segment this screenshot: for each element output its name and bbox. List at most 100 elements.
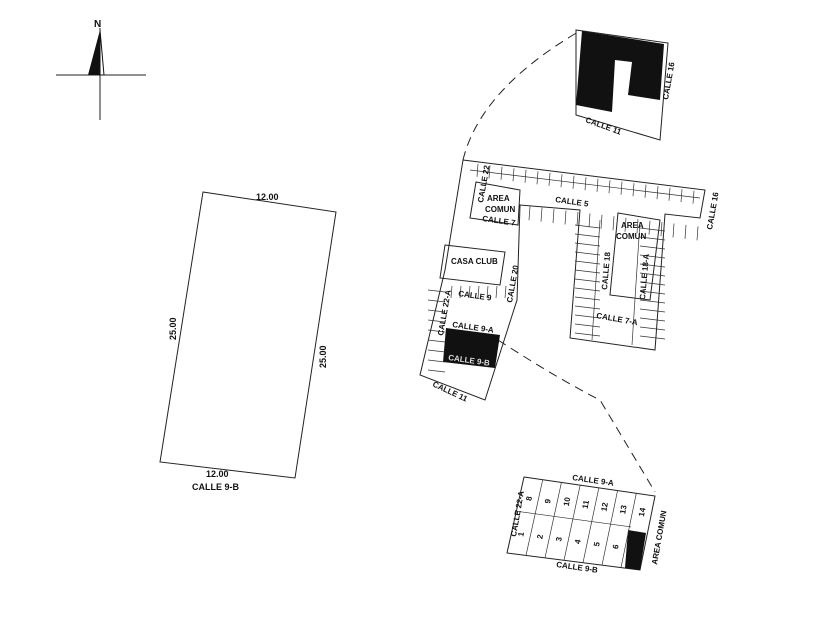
calle-7: CALLE 7 [482,214,517,228]
lot-divider [574,260,601,265]
lot-divider [563,485,581,561]
lot-divider [560,174,563,188]
lot-divider [574,332,601,337]
lot-divider [525,479,544,556]
inset-block: CALLE 9-A CALLE 22-A CALLE 9-B AREA COMU… [506,473,669,575]
lot-divider [552,209,555,224]
lot-divider [631,221,641,346]
lot-number: 8 [524,495,534,501]
lot-divider [639,317,666,322]
lot-divider [601,490,618,566]
residential-complex: CALLE 22 AREA COMUN CALLE 5 CALLE 16 CAL… [419,159,721,404]
lot-divider [620,493,637,568]
lot-divider [512,168,515,182]
lot-number: 14 [637,507,648,518]
lot-divider [544,482,562,558]
top-calle-16: CALLE 16 [661,61,677,100]
lot-divider [528,206,531,221]
lot-number: 10 [562,496,573,507]
area-comun-2-line2: COMUN [616,232,646,241]
lot-divider [639,308,666,313]
lot-divider [574,269,601,274]
lot-divider [639,245,666,250]
lot-divider [574,296,601,301]
lot-top-dimension: 12.00 [256,192,279,202]
area-comun-1-line2: COMUN [485,205,515,214]
lot-number: 6 [611,543,621,549]
lot-number: 12 [599,501,610,512]
lot-divider [636,219,639,234]
lot-divider [548,172,551,186]
lot-divider [574,242,601,247]
casa-club: CASA CLUB [451,257,498,266]
lot-divider [427,289,446,293]
lot-divider [576,211,579,226]
lot-number: 3 [554,536,564,542]
lot-divider [624,217,627,232]
lot-divider [684,224,687,239]
lot-divider [574,305,601,310]
lot-divider [591,219,601,341]
lot-divider [639,263,666,268]
lot-divider [582,487,600,563]
lot-divider [644,184,647,198]
area-comun-1-line1: AREA [487,194,510,203]
lot-divider [427,369,446,373]
calle-18a: CALLE 18-A [638,253,651,300]
lot-divider [639,272,666,277]
lot-divider [536,171,539,185]
lot-divider [696,226,699,241]
lot-divider [639,335,666,340]
lot-divider [656,186,659,200]
lot-divider [632,183,635,197]
lot-divider [639,227,666,232]
lot-number: 5 [592,541,602,547]
lot-number: 1 [516,531,526,537]
north-label: N [94,19,101,30]
lot-divider [477,285,480,299]
lot-divider [692,190,695,204]
lot-divider [540,207,543,222]
lot-divider [660,222,663,237]
lot-divider [639,254,666,259]
lot-divider [476,163,479,177]
lot-divider [639,299,666,304]
lot-left-dimension: 25.00 [168,317,178,340]
lot-bottom-dimension: 12.00 [206,469,229,479]
lot-divider [574,224,601,229]
inset-area-comun: AREA COMUN [650,510,668,566]
lot-divider [427,299,446,303]
lot-divider [680,189,683,203]
lot-number: 13 [618,504,629,515]
calle-18: CALLE 18 [600,251,612,290]
lot-divider [672,223,675,238]
lot-divider [574,314,601,319]
lot-divider [504,285,507,299]
lot-divider [468,285,471,299]
top-calle-11: CALLE 11 [584,115,623,136]
lot-divider [564,210,567,225]
calle-16: CALLE 16 [705,191,721,230]
lot-divider [427,339,446,343]
dashed-connector-top [462,31,579,161]
lot-divider [596,178,599,192]
calle-5: CALLE 5 [555,195,590,209]
lot-divider [608,180,611,194]
lot-divider [427,309,446,313]
lot-divider [574,233,601,238]
lot-divider [584,177,587,191]
lot-divider [427,359,446,363]
inset-calle-22a: CALLE 22-A [509,490,526,537]
lot-divider [488,165,491,179]
lot-divider [574,323,601,328]
lot-number: 9 [543,498,553,504]
lot-number: 4 [573,538,583,544]
lot-divider [469,169,701,199]
calle-20: CALLE 20 [505,264,521,303]
lot-divider [620,181,623,195]
lot-divider [612,216,615,231]
dashed-connector-bottom [497,339,656,493]
lot-divider [427,329,446,333]
north-arrow-icon: N [56,19,146,120]
